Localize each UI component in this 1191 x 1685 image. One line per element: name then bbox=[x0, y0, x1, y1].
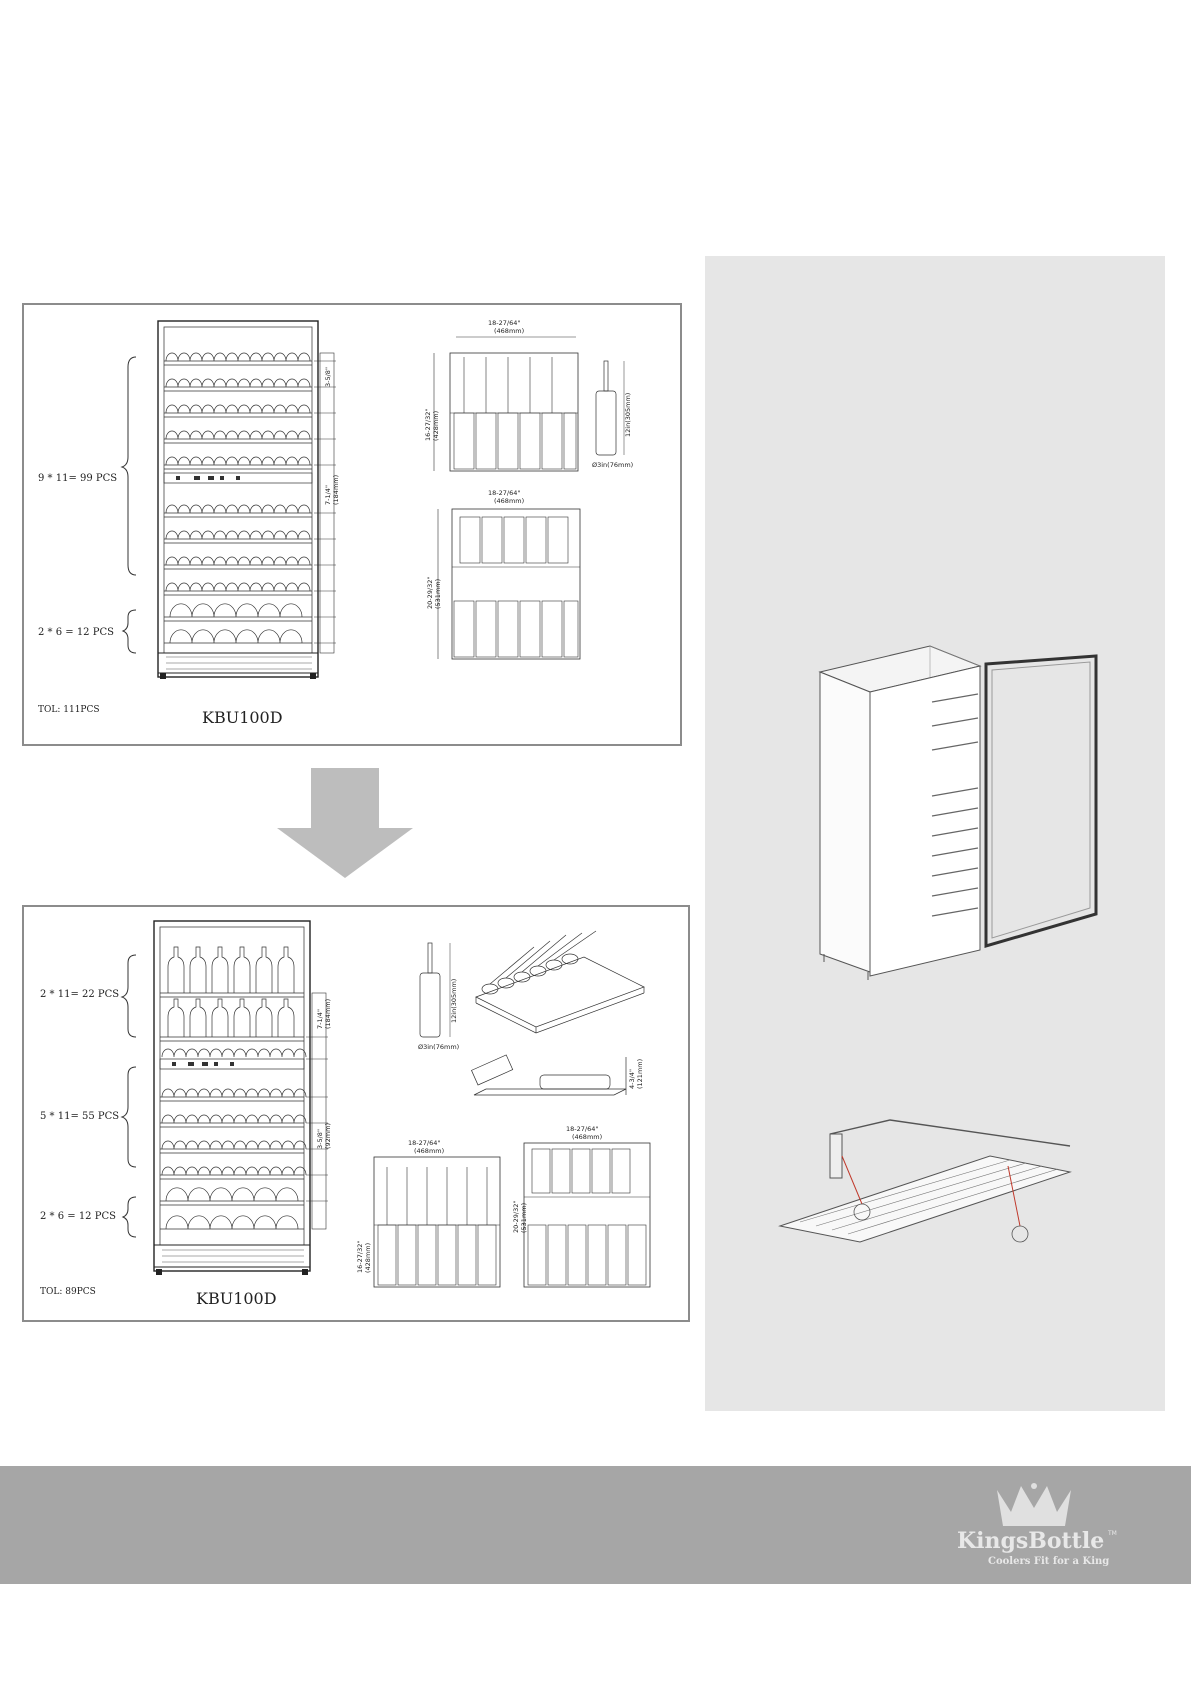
bottom-width-dim-mm-text: (468mm) bbox=[414, 1147, 444, 1155]
bottom-width-dim-text: 18-27/64" bbox=[408, 1139, 440, 1147]
bottom-width-dim-2-text: 18-27/64" bbox=[566, 1125, 598, 1133]
bottom-depth-dim-text: 16-27/32" bbox=[356, 1241, 364, 1273]
crown-logo-icon bbox=[997, 1483, 1071, 1526]
top-braces bbox=[120, 356, 137, 654]
top-shelf-gap-text: 3-5/8" bbox=[324, 367, 332, 387]
brand-tagline: Coolers Fit for a King bbox=[988, 1556, 1110, 1567]
bottom-group-lower-label: 2 * 6 = 12 PCS bbox=[40, 1211, 116, 1222]
bottom-bottle-height-text: 12in(305mm) bbox=[450, 979, 458, 1023]
top-width-dim-text: 18-27/64" bbox=[488, 319, 520, 327]
top-cabinet-drawing: 3-5/8" 7-1/4" (184mm) bbox=[157, 320, 340, 679]
bottom-depth-dim-2-mm-text: (531mm) bbox=[520, 1203, 528, 1233]
top-depth-dim-mm-text: (428mm) bbox=[432, 411, 440, 441]
side-illustration-panel bbox=[705, 256, 1165, 1411]
bottom-cabinet-drawing: 7-1/4" (184mm) 3-5/8" (92mm) bbox=[153, 920, 332, 1275]
bottom-rack-details-drawing: 12in(305mm) Ø3in(76mm) 4-3/4" (121mm) 18… bbox=[356, 930, 651, 1288]
top-zone-gap-text: 7-1/4" bbox=[324, 485, 332, 505]
top-width-dim-2-mm-text: (468mm) bbox=[494, 497, 524, 505]
top-layout-diagram: 9 * 11= 99 PCS 2 * 6 = 12 PCS TOL: 111PC… bbox=[22, 303, 682, 746]
top-width-dim-mm-text: (468mm) bbox=[494, 327, 524, 335]
top-bottle-dia-text: Ø3in(76mm) bbox=[592, 461, 633, 469]
top-rack-profile-drawing: 18-27/64" (468mm) 16-27/32" (428mm) 12in… bbox=[424, 319, 633, 660]
top-width-dim-2-text: 18-27/64" bbox=[488, 489, 520, 497]
bottom-group-upper-label: 2 * 11= 22 PCS bbox=[40, 989, 120, 1000]
bottom-shelf-gap-text: 3-5/8" bbox=[316, 1129, 324, 1149]
brand-name: KingsBottle bbox=[957, 1528, 1105, 1554]
top-zone-gap-mm-text: (184mm) bbox=[332, 475, 340, 505]
brand-trademark: TM bbox=[1108, 1530, 1117, 1537]
top-model-label: KBU100D bbox=[202, 708, 283, 727]
top-depth-dim-2-text: 20-29/32" bbox=[426, 577, 434, 609]
top-bottle-height-text: 12in(305mm) bbox=[624, 393, 632, 437]
footer-band bbox=[0, 1466, 1191, 1584]
down-arrow-icon bbox=[277, 768, 413, 878]
bottom-zone-gap-text: 7-1/4" bbox=[316, 1009, 324, 1029]
top-group-lower-label: 2 * 6 = 12 PCS bbox=[38, 627, 114, 638]
bottom-tray-height-mm-text: (121mm) bbox=[636, 1059, 644, 1089]
top-depth-dim-text: 16-27/32" bbox=[424, 409, 432, 441]
bottom-zone-gap-mm-text: (184mm) bbox=[324, 999, 332, 1029]
bottom-bottle-dia-text: Ø3in(76mm) bbox=[418, 1043, 459, 1051]
bottom-depth-dim-mm-text: (428mm) bbox=[364, 1243, 372, 1273]
bottom-total-label: TOL: 89PCS bbox=[40, 1287, 96, 1297]
bottom-group-middle-label: 5 * 11= 55 PCS bbox=[40, 1111, 120, 1122]
bottom-tray-height-text: 4-3/4" bbox=[628, 1069, 636, 1089]
bottom-braces bbox=[120, 954, 137, 1238]
bottom-shelf-gap-mm-text: (92mm) bbox=[324, 1123, 332, 1149]
top-depth-dim-2-mm-text: (531mm) bbox=[434, 579, 442, 609]
bottom-layout-diagram: 2 * 11= 22 PCS 5 * 11= 55 PCS 2 * 6 = 12… bbox=[22, 905, 690, 1322]
wine-cooler-open-door-illustration bbox=[818, 645, 1098, 980]
sliding-shelf-illustration bbox=[778, 1119, 1072, 1243]
top-group-upper-label: 9 * 11= 99 PCS bbox=[38, 473, 118, 484]
bottom-depth-dim-2-text: 20-29/32" bbox=[512, 1201, 520, 1233]
top-total-label: TOL: 111PCS bbox=[38, 705, 100, 715]
bottom-width-dim-2-mm-text: (468mm) bbox=[572, 1133, 602, 1141]
bottom-model-label: KBU100D bbox=[196, 1289, 277, 1308]
